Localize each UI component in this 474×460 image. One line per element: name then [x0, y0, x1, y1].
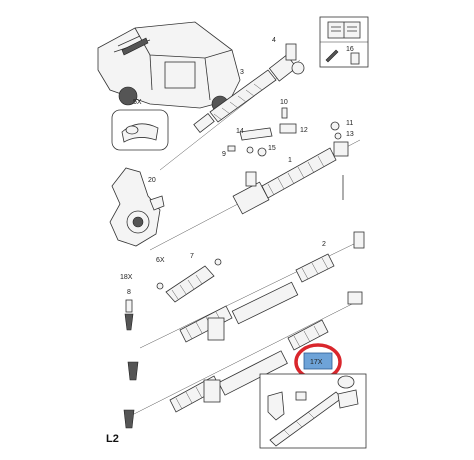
callout-2: 2 — [322, 241, 326, 248]
steering-knuckle-20: 20 — [109, 167, 165, 247]
callout-9: 9 — [222, 151, 226, 158]
grease-tube-icon — [350, 52, 360, 65]
mounting-bracket-5x: 5X — [111, 99, 169, 151]
fittings-group: 10 11 13 12 14 15 9 — [222, 99, 354, 158]
callout-7: 7 — [190, 253, 194, 260]
steering-rack-lower — [123, 291, 363, 429]
callout-14: 14 — [236, 128, 244, 135]
boots-and-ends-group: 6X 7 18X 8 — [120, 253, 222, 331]
callout-15: 15 — [268, 145, 276, 152]
callout-6x: 6X — [156, 257, 165, 264]
callout-11: 11 — [346, 120, 353, 127]
vehicle-illustration — [97, 21, 241, 113]
callout-12: 12 — [300, 127, 308, 134]
callout-10: 10 — [280, 99, 288, 106]
steering-rack-1: 1 — [149, 139, 361, 251]
callout-16: 16 — [346, 46, 354, 53]
callout-5x: 5X — [133, 99, 142, 106]
callout-4: 4 — [272, 37, 276, 44]
service-info-box: 16 — [319, 16, 369, 68]
callout-1: 1 — [288, 157, 292, 164]
callout-20: 20 — [148, 177, 156, 184]
callout-3: 3 — [240, 69, 244, 76]
steering-rack-2: 2 — [139, 231, 365, 349]
steering-rack-3: 3 4 — [159, 37, 305, 171]
callout-8: 8 — [127, 289, 131, 296]
callout-17x-box[interactable] — [303, 352, 333, 370]
callout-17x: 17X — [310, 359, 323, 366]
callout-13: 13 — [346, 131, 354, 138]
callout-18x: 18X — [120, 274, 133, 281]
repair-kit-detail-box — [259, 373, 367, 449]
page-code-label: L2 — [106, 433, 119, 445]
screwdriver-icon — [325, 49, 339, 63]
